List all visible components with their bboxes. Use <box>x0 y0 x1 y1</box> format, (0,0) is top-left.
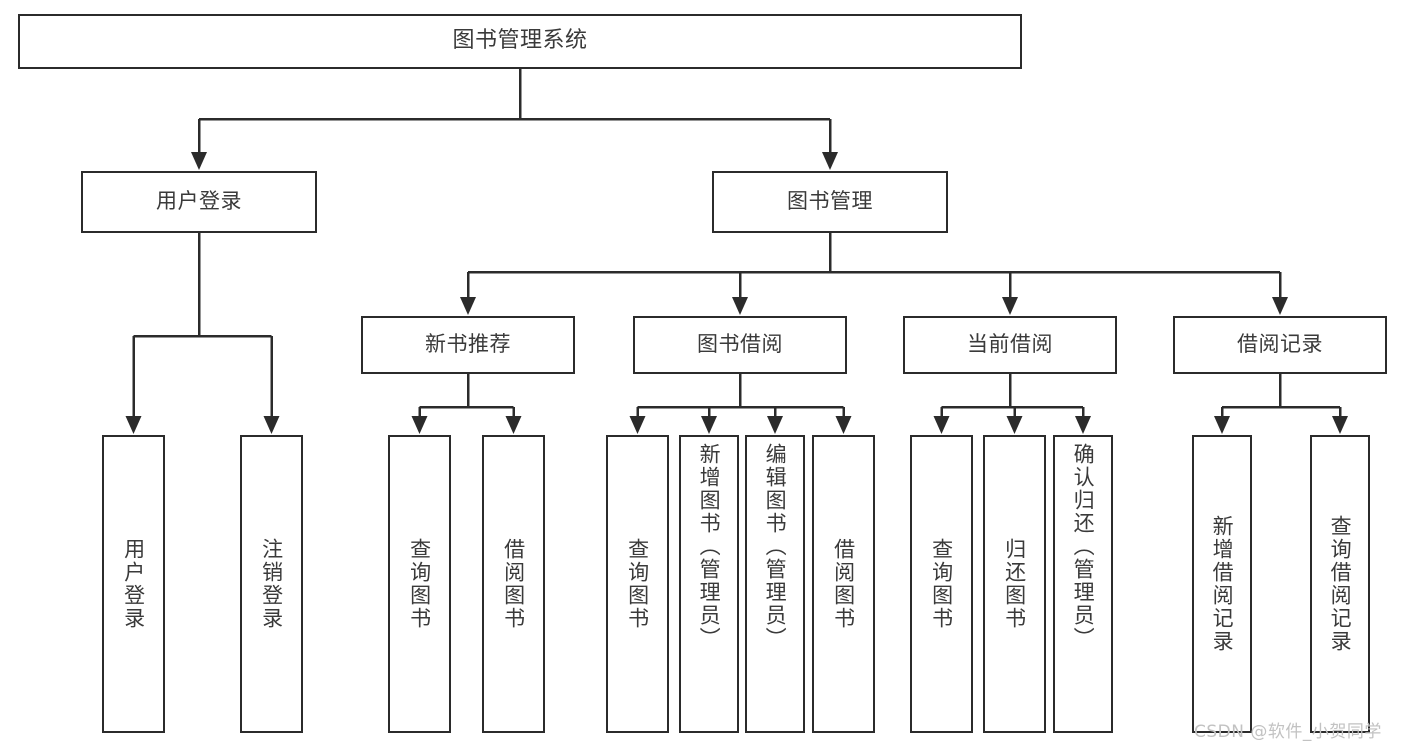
connector-arrowhead-user-login <box>191 152 207 170</box>
node-box-book-borrow[interactable]: 图书借阅 <box>633 316 847 374</box>
node-box-leaf-borrow-book-1[interactable]: 借阅图书 <box>482 435 545 733</box>
connector-arrowhead-leaf-add-borrow-record <box>1214 416 1230 434</box>
connector-arrowhead-new-book-recommend <box>460 297 476 315</box>
node-label-leaf-query-book-1: 查询图书 <box>407 538 432 630</box>
node-box-leaf-query-book-2[interactable]: 查询图书 <box>606 435 669 733</box>
node-label-leaf-borrow-book-1: 借阅图书 <box>501 538 526 630</box>
node-box-leaf-add-book[interactable]: 新增图书（管理员） <box>679 435 739 733</box>
connector-arrowhead-leaf-return-book <box>1006 416 1023 434</box>
node-box-book-manage[interactable]: 图书管理 <box>712 171 948 233</box>
node-label-leaf-confirm-return: 确认归还（管理员） <box>1071 443 1096 650</box>
connector-arrowhead-book-manage <box>822 152 838 170</box>
connector-arrowhead-leaf-query-book-1 <box>411 416 428 434</box>
node-label-leaf-user-login: 用户登录 <box>121 538 146 630</box>
node-box-new-book-recommend[interactable]: 新书推荐 <box>361 316 575 374</box>
node-label-leaf-return-book: 归还图书 <box>1002 538 1027 630</box>
node-label-current-borrow: 当前借阅 <box>967 332 1053 357</box>
node-label-leaf-query-book-2: 查询图书 <box>625 538 650 630</box>
node-label-new-book-recommend: 新书推荐 <box>425 332 511 357</box>
node-box-leaf-confirm-return[interactable]: 确认归还（管理员） <box>1053 435 1113 733</box>
node-label-leaf-edit-book: 编辑图书（管理员） <box>763 443 788 650</box>
node-box-leaf-edit-book[interactable]: 编辑图书（管理员） <box>745 435 805 733</box>
node-label-leaf-add-book: 新增图书（管理员） <box>697 443 722 650</box>
node-box-user-login[interactable]: 用户登录 <box>81 171 317 233</box>
node-box-leaf-return-book[interactable]: 归还图书 <box>983 435 1046 733</box>
node-label-leaf-query-book-3: 查询图书 <box>929 538 954 630</box>
connector-arrowhead-current-borrow <box>1002 297 1018 315</box>
connector-arrowhead-leaf-add-book <box>701 416 717 434</box>
connector-arrowhead-leaf-query-borrow-record <box>1332 416 1348 434</box>
connector-arrowhead-borrow-record <box>1272 297 1288 315</box>
node-label-leaf-query-borrow-record: 查询借阅记录 <box>1328 515 1353 653</box>
node-label-leaf-add-borrow-record: 新增借阅记录 <box>1210 515 1235 653</box>
node-label-root: 图书管理系统 <box>452 28 588 54</box>
connector-arrowhead-leaf-confirm-return <box>1075 416 1091 434</box>
node-box-root[interactable]: 图书管理系统 <box>18 14 1022 69</box>
node-label-leaf-borrow-book-2: 借阅图书 <box>831 538 856 630</box>
connector-arrowhead-leaf-query-book-3 <box>933 416 950 434</box>
node-box-leaf-borrow-book-2[interactable]: 借阅图书 <box>812 435 875 733</box>
node-label-user-login: 用户登录 <box>156 189 242 214</box>
connector-arrowhead-leaf-edit-book <box>767 416 783 434</box>
node-box-leaf-query-book-1[interactable]: 查询图书 <box>388 435 451 733</box>
node-label-book-manage: 图书管理 <box>787 189 873 214</box>
node-box-leaf-user-login[interactable]: 用户登录 <box>102 435 165 733</box>
connector-arrowhead-book-borrow <box>732 297 748 315</box>
connector-arrowhead-leaf-borrow-book-1 <box>505 416 522 434</box>
connector-arrowhead-leaf-user-login <box>125 416 142 434</box>
node-box-leaf-query-book-3[interactable]: 查询图书 <box>910 435 973 733</box>
connector-arrowhead-leaf-query-book-2 <box>629 416 646 434</box>
node-box-leaf-query-borrow-record[interactable]: 查询借阅记录 <box>1310 435 1370 733</box>
node-label-book-borrow: 图书借阅 <box>697 332 783 357</box>
node-label-leaf-user-logout: 注销登录 <box>259 538 284 630</box>
connector-arrowhead-leaf-user-logout <box>263 416 280 434</box>
node-box-leaf-user-logout[interactable]: 注销登录 <box>240 435 303 733</box>
node-label-borrow-record: 借阅记录 <box>1237 332 1323 357</box>
node-box-borrow-record[interactable]: 借阅记录 <box>1173 316 1387 374</box>
connector-arrowhead-leaf-borrow-book-2 <box>835 416 852 434</box>
node-box-leaf-add-borrow-record[interactable]: 新增借阅记录 <box>1192 435 1252 733</box>
node-box-current-borrow[interactable]: 当前借阅 <box>903 316 1117 374</box>
